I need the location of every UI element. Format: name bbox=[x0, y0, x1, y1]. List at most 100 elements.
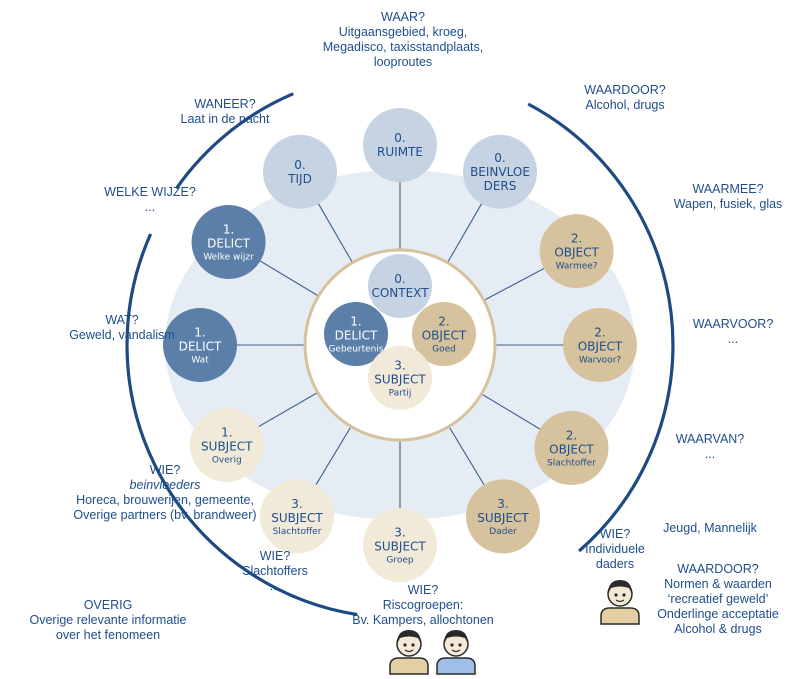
person-icon bbox=[600, 580, 640, 625]
annotation-line: Onderlinge acceptatie bbox=[657, 607, 779, 621]
annotation-title: WIE? bbox=[599, 527, 631, 541]
annotation-line: ‘recreatief geweld’ bbox=[667, 592, 769, 606]
node-sublabel: Warvoor? bbox=[579, 356, 622, 366]
annotation-waarvan: WAARVAN? ... bbox=[660, 432, 760, 462]
outer-ring-arc-right bbox=[527, 102, 675, 553]
annotation-italic: beinvloeders bbox=[129, 478, 201, 492]
node-circle bbox=[263, 134, 337, 209]
ring-node-object-warvoor: 2.OBJECT Warvoor? bbox=[563, 308, 637, 382]
annotation-title: Jeugd, Mannelijk bbox=[663, 521, 757, 535]
node-label: DELICT bbox=[207, 237, 250, 251]
annotation-line: Uitgaansgebied, kroeg, bbox=[338, 25, 468, 39]
node-label: SUBJECT bbox=[271, 511, 323, 525]
node-circle bbox=[163, 308, 237, 382]
annotation-waneer: WANEER? Laat in de nacht bbox=[160, 97, 290, 127]
node-circle bbox=[324, 302, 388, 366]
annotation-title: WAAR? bbox=[381, 10, 425, 24]
node-label: SUBJECT bbox=[374, 373, 426, 387]
node-sublabel: Gebeurtenis bbox=[328, 345, 383, 355]
annotation-title: WELKE WIJZE? bbox=[104, 185, 196, 199]
annotation-title: WAARVAN? bbox=[675, 432, 745, 446]
node-label: SUBJECT bbox=[477, 511, 529, 525]
annotation-waarvoor: WAARVOOR? ... bbox=[678, 317, 788, 347]
annotation-line: Overige relevante informatie bbox=[29, 613, 187, 627]
node-number: 1. bbox=[350, 315, 361, 329]
annotation-line: Horeca, brouwerijen, gemeente, bbox=[76, 493, 254, 507]
node-sublabel: Partij bbox=[389, 389, 412, 399]
node-circle bbox=[191, 204, 266, 279]
annotation-wie-slachtoffers: WIE? Slachtoffers ... bbox=[220, 549, 330, 594]
node-sublabel: Slachtoffer bbox=[273, 527, 322, 537]
node-number: 3. bbox=[291, 497, 302, 511]
ring-node-tijd: 0.TIJD bbox=[263, 134, 337, 209]
annotation-line: Individuele bbox=[585, 542, 645, 556]
annotation-title: WAARMEE? bbox=[692, 182, 764, 196]
annotation-wat: WAT? Geweld, vandalism bbox=[52, 313, 192, 343]
annotation-wie-daders: WIE? Individuele daders bbox=[570, 527, 660, 572]
annotation-line: over het fenomeen bbox=[55, 628, 161, 642]
annotation-line: Overige partners (bv. brandweer) bbox=[73, 508, 257, 522]
node-label: SUBJECT bbox=[374, 540, 426, 554]
node-sublabel: Slachtoffer bbox=[547, 459, 596, 469]
node-sublabel: Welke wijzr bbox=[203, 253, 254, 263]
node-circle bbox=[189, 408, 264, 482]
node-sublabel: Groep bbox=[386, 556, 414, 566]
annotation-line: Megadisco, taxisstandplaats, bbox=[322, 40, 484, 54]
node-label: OBJECT bbox=[578, 340, 623, 354]
node-number: 3. bbox=[394, 359, 405, 373]
node-number: 3. bbox=[497, 497, 508, 511]
node-number: 3. bbox=[394, 526, 405, 540]
annotation-line: Alcohol, drugs bbox=[585, 98, 665, 112]
node-circle bbox=[259, 479, 334, 554]
center-circle bbox=[303, 248, 497, 442]
annotation-waardoor-normen: WAARDOOR? Normen & waarden ‘recreatief g… bbox=[648, 562, 788, 637]
node-label: SUBJECT bbox=[201, 440, 253, 454]
node-circle bbox=[412, 302, 476, 366]
node-number: 2. bbox=[566, 429, 577, 443]
annotation-wie-riscogroepen: WIE? Riscogroepen: Bv. Kampers, allochto… bbox=[338, 583, 508, 628]
annotation-line: looproutes bbox=[373, 55, 433, 69]
node-label: BEINVLOE bbox=[470, 165, 530, 179]
node-number: 1. bbox=[194, 326, 205, 340]
node-circle bbox=[563, 308, 637, 382]
node-circle bbox=[539, 214, 614, 289]
annotation-title: OVERIG bbox=[83, 598, 133, 612]
annotation-overig: OVERIG Overige relevante informatie over… bbox=[8, 598, 208, 643]
annotation-line: daders bbox=[595, 557, 635, 571]
center-context-node: 0.CONTEXT bbox=[368, 254, 432, 318]
node-circle bbox=[466, 479, 541, 554]
ring-node-subject-groep: 3.SUBJECT Groep bbox=[363, 508, 437, 582]
node-circle bbox=[368, 254, 432, 318]
annotation-title: WAARVOOR? bbox=[692, 317, 774, 331]
annotation-line: ... bbox=[269, 579, 281, 593]
annotation-line: Wapen, fusiek, glas bbox=[673, 197, 783, 211]
annotation-line: ... bbox=[704, 447, 716, 461]
node-label: TIJD bbox=[287, 172, 312, 186]
outer-ring-arc-left bbox=[125, 233, 358, 617]
node-sublabel: Warmee? bbox=[556, 262, 598, 272]
annotation-wie-beinvloeders: WIE? beinvloeders Horeca, brouwerijen, g… bbox=[50, 463, 280, 523]
annotation-title: WIE? bbox=[149, 463, 181, 477]
annotation-waarmee: WAARMEE? Wapen, fusiek, glas bbox=[662, 182, 794, 212]
node-circle bbox=[534, 411, 609, 486]
node-number: 0. bbox=[294, 158, 305, 172]
annotation-welke-wijze: WELKE WIJZE? ... bbox=[90, 185, 210, 215]
node-circle bbox=[463, 134, 537, 209]
annotation-line: Geweld, vandalism bbox=[69, 328, 175, 342]
annotation-waar: WAAR? Uitgaansgebied, kroeg, Megadisco, … bbox=[318, 10, 488, 70]
annotation-title: WIE? bbox=[259, 549, 291, 563]
annotation-title: WIE? bbox=[407, 583, 439, 597]
node-sublabel: Goed bbox=[432, 345, 456, 355]
annotation-line: Alcohol & drugs bbox=[674, 622, 762, 636]
node-label: OBJECT bbox=[422, 329, 467, 343]
annotation-title: WAARDOOR? bbox=[584, 83, 666, 97]
outer-ring-arc-top-left bbox=[175, 92, 294, 190]
node-number: 2. bbox=[594, 326, 605, 340]
node-number: 2. bbox=[571, 232, 582, 246]
